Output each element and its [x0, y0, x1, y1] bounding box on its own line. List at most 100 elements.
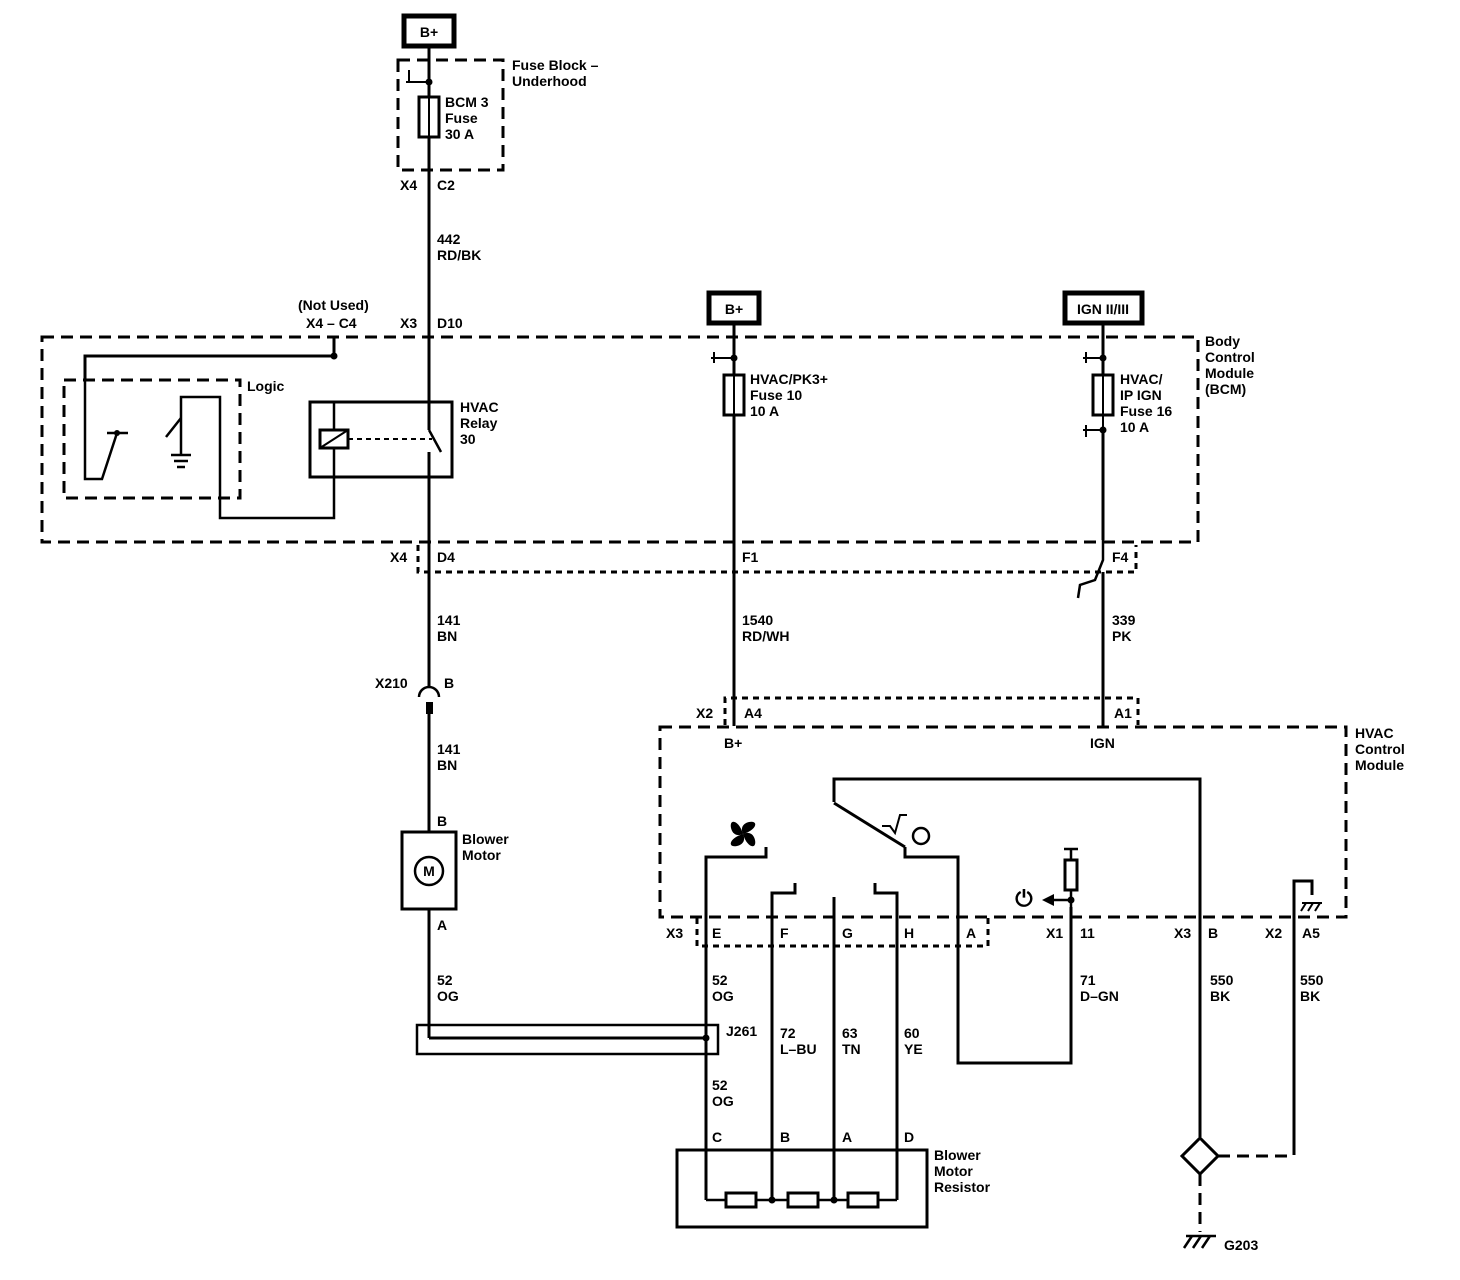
wire-63-color: TN: [842, 1041, 861, 1057]
not-used-label: (Not Used): [298, 297, 369, 313]
resistor-pin-b: B: [780, 1129, 790, 1145]
resistor-element-2: [786, 1191, 820, 1209]
j261-splice-outline: [415, 1023, 720, 1056]
resistor-label-2: Motor: [934, 1163, 973, 1179]
bcm3-fuse-label-1: BCM 3: [445, 94, 489, 110]
hvac-title-1: HVAC: [1355, 725, 1394, 741]
hvac-pin-g: G: [842, 925, 853, 941]
fuse16-label-1: HVAC/: [1120, 371, 1163, 387]
x210-pin-b: B: [444, 675, 454, 691]
hvac-x1-label: X1: [1046, 925, 1063, 941]
wire-72-color: L–BU: [780, 1041, 817, 1057]
bcm3-fuse-label-2: Fuse: [445, 110, 478, 126]
hvac-pin-a: A: [966, 925, 976, 941]
wire-71-color: D–GN: [1080, 988, 1119, 1004]
resistor-label-3: Resistor: [934, 1179, 991, 1195]
resistor-element-1: [724, 1191, 758, 1209]
blower-motor-pin-b: B: [437, 813, 447, 829]
wire-442-color: RD/BK: [437, 247, 481, 263]
wire-52c-number: 52: [712, 1077, 728, 1093]
hvac-x3-connector: [695, 918, 990, 948]
wire-52c-color: OG: [712, 1093, 734, 1109]
hvac-pin-e: E: [712, 925, 721, 941]
wire-442-number: 442: [437, 231, 461, 247]
blower-motor-resistor: [675, 1148, 929, 1229]
wire-52b-color: OG: [712, 988, 734, 1004]
ign-source-label: IGN II/III: [1077, 301, 1129, 317]
fuse10-label-1: HVAC/PK3+: [750, 371, 828, 387]
hvac-title-2: Control: [1355, 741, 1405, 757]
bcm-pin-f1: F1: [742, 549, 759, 565]
bcm-bplus-label: B+: [725, 301, 743, 317]
hvac-x3-label: X3: [666, 925, 683, 941]
wire-141b-color: BN: [437, 757, 457, 773]
wire-141a-color: BN: [437, 628, 457, 644]
wire-1540-color: RD/WH: [742, 628, 789, 644]
logic-outline: [62, 378, 242, 500]
ground-icon: [1182, 1234, 1216, 1249]
ign-source: IGN II/III: [1062, 290, 1145, 326]
fuse-block-connector: X4: [400, 177, 417, 193]
hvac-ign-label: IGN: [1090, 735, 1115, 751]
not-used-pin: X4 – C4: [306, 315, 357, 331]
resistor-element-3: [846, 1191, 880, 1209]
blower-motor-label-1: Blower: [462, 831, 509, 847]
wire-550a-number: 550: [1210, 972, 1234, 988]
j261-label: J261: [726, 1023, 757, 1039]
bcm-x4-connector: [416, 545, 1138, 574]
hvac-pin-b: B: [1208, 925, 1218, 941]
top-bplus-source: B+: [401, 13, 457, 49]
relay-label-3: 30: [460, 431, 476, 447]
hvac-x2-connector: [723, 696, 1140, 725]
power-icon: ⏻: [1015, 886, 1033, 911]
hvac-pin-f: F: [780, 925, 789, 941]
fuse10-label-2: Fuse 10: [750, 387, 802, 403]
fuse16-label-4: 10 A: [1120, 419, 1149, 435]
x210-label: X210: [375, 675, 408, 691]
ground-label: G203: [1224, 1237, 1258, 1253]
relay-label-2: Relay: [460, 415, 498, 431]
wire-339-color: PK: [1112, 628, 1131, 644]
wire-550a-color: BK: [1210, 988, 1230, 1004]
hvac-bplus-label: B+: [724, 735, 742, 751]
wire-71-number: 71: [1080, 972, 1096, 988]
hvac-x2b-label: X2: [1265, 925, 1282, 941]
resistor-pin-a: A: [842, 1129, 852, 1145]
resistor-pin-d: D: [904, 1129, 914, 1145]
logic-label: Logic: [247, 378, 285, 394]
relay-label-1: HVAC: [460, 399, 499, 415]
wire-1540-number: 1540: [742, 612, 773, 628]
hvac-pin-a1: A1: [1114, 705, 1132, 721]
hvac-pin-a5: A5: [1302, 925, 1320, 941]
top-bplus-label: B+: [420, 24, 438, 40]
wire-52a-color: OG: [437, 988, 459, 1004]
blower-motor-label-2: Motor: [462, 847, 501, 863]
wire-52b-number: 52: [712, 972, 728, 988]
bcm-title-3: Module: [1205, 365, 1254, 381]
bcm-pin-d10: D10: [437, 315, 463, 331]
bcm-outline: [40, 335, 1200, 544]
wire-52a-number: 52: [437, 972, 453, 988]
fuse-block-title-1: Fuse Block –: [512, 57, 599, 73]
fuse-block-outline: [396, 58, 505, 172]
wire-60-number: 60: [904, 1025, 920, 1041]
bcm-title-2: Control: [1205, 349, 1255, 365]
blower-motor-pin-a: A: [437, 917, 447, 933]
fuse-block-title-2: Underhood: [512, 73, 587, 89]
hvac-title-3: Module: [1355, 757, 1404, 773]
chassis-ground-icon: [1300, 902, 1322, 912]
bcm-x4-connector-label: X4: [390, 549, 407, 565]
pullup-resistor: [1063, 858, 1079, 892]
bcm-pin-f4: F4: [1112, 549, 1129, 565]
fuse16-label-2: IP IGN: [1120, 387, 1162, 403]
wire-550b-color: BK: [1300, 988, 1320, 1004]
wire-550b-number: 550: [1300, 972, 1324, 988]
wire-63-number: 63: [842, 1025, 858, 1041]
hvac-x3b-label: X3: [1174, 925, 1191, 941]
x210-connector: [417, 685, 441, 698]
wire-339-number: 339: [1112, 612, 1136, 628]
wire-141a-number: 141: [437, 612, 461, 628]
fuse16-label-3: Fuse 16: [1120, 403, 1172, 419]
fuse-block-pin-c2: C2: [437, 177, 455, 193]
